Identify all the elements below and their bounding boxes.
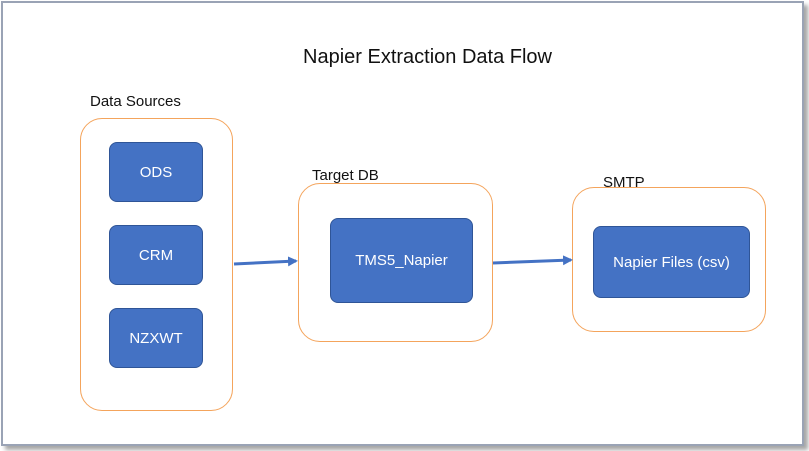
smtp-label: SMTP: [603, 174, 645, 191]
crm-node: CRM: [109, 225, 203, 285]
diagram-title: Napier Extraction Data Flow: [303, 46, 552, 68]
target-db-label: Target DB: [312, 167, 379, 184]
data-sources-label: Data Sources: [90, 93, 181, 110]
napier-files-node: Napier Files (csv): [593, 226, 750, 298]
nzxwt-node: NZXWT: [109, 308, 203, 368]
arrow-target-to-smtp: [492, 255, 573, 266]
ods-node: ODS: [109, 142, 203, 202]
tms5-napier-node: TMS5_Napier: [330, 218, 473, 303]
arrow-sources-to-target: [233, 256, 298, 267]
